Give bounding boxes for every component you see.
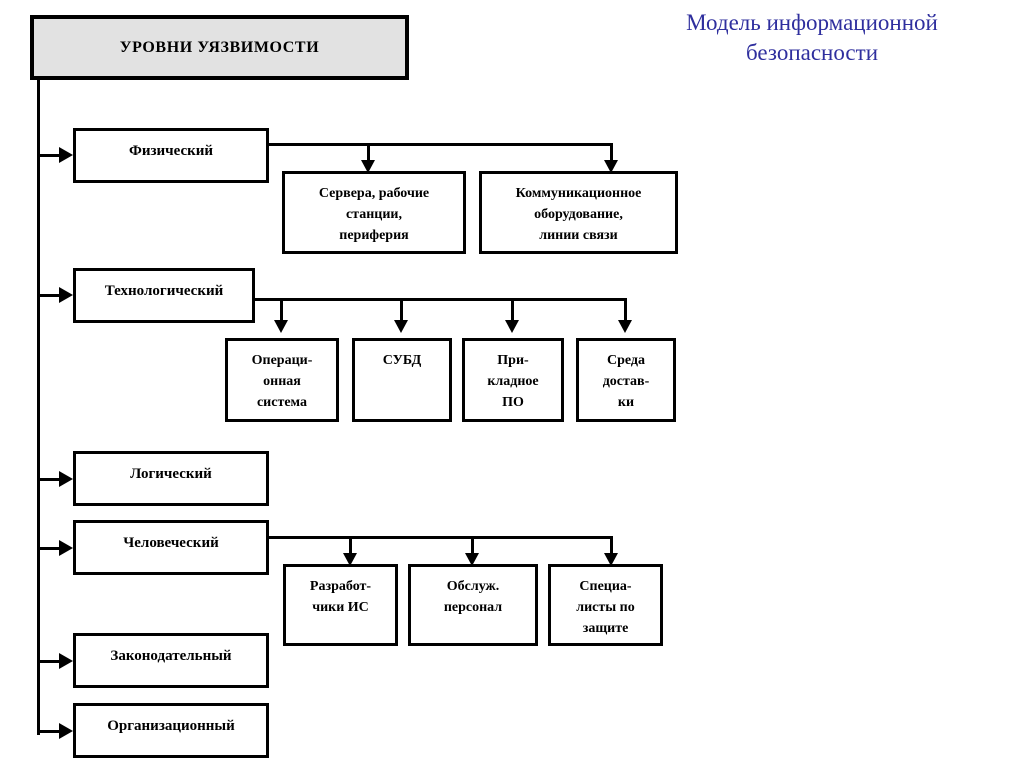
arrow-down-icon <box>604 553 618 566</box>
arrow-down-icon <box>604 160 618 173</box>
arrow-right-icon <box>59 723 73 739</box>
drop-tech-1 <box>400 298 403 323</box>
arrow-right-icon <box>59 287 73 303</box>
arrow-right-icon <box>59 147 73 163</box>
level-label-physical: Физический <box>128 143 214 159</box>
page-title: Модель информационной безопасности <box>686 10 938 65</box>
leaf-label-developers: Разработ- чики ИС <box>309 579 372 615</box>
level-label-organizational: Организационный <box>107 718 235 734</box>
leaf-box-os: Операци- онная система <box>225 338 339 422</box>
level-label-technological: Технологический <box>104 283 224 299</box>
connector-level-0 <box>37 154 64 157</box>
drop-human-2 <box>610 536 613 556</box>
arrow-down-icon <box>361 160 375 173</box>
leaf-box-delivery-medium: Среда достав- ки <box>576 338 676 422</box>
arrow-down-icon <box>394 320 408 333</box>
level-label-legislative: Законодательный <box>110 648 232 664</box>
leaf-label-communication: Коммуникационное оборудование, линии свя… <box>515 186 642 243</box>
drop-human-1 <box>471 536 474 556</box>
drop-human-0 <box>349 536 352 556</box>
connector-level-2 <box>37 478 64 481</box>
leaf-box-servers: Сервера, рабочие станции, периферия <box>282 171 466 254</box>
level-box-technological: Технологический <box>73 268 255 323</box>
drop-tech-2 <box>511 298 514 323</box>
leaf-box-security-specialists: Специа- листы по защите <box>548 564 663 646</box>
drop-physical-1 <box>610 143 613 163</box>
bus-human <box>269 536 613 539</box>
bus-technological <box>255 298 624 301</box>
leaf-label-delivery-medium: Среда достав- ки <box>602 353 650 410</box>
leaf-label-support-staff: Обслуж. персонал <box>443 579 503 615</box>
level-box-physical: Физический <box>73 128 269 183</box>
header-box: УРОВНИ УЯЗВИМОСТИ <box>30 15 409 80</box>
leaf-box-communication: Коммуникационное оборудование, линии свя… <box>479 171 678 254</box>
header-label: УРОВНИ УЯЗВИМОСТИ <box>119 38 320 56</box>
bus-physical <box>269 143 613 146</box>
leaf-label-security-specialists: Специа- листы по защите <box>576 579 635 636</box>
level-box-legislative: Законодательный <box>73 633 269 688</box>
level-box-organizational: Организационный <box>73 703 269 758</box>
arrow-down-icon <box>343 553 357 566</box>
connector-level-3 <box>37 547 64 550</box>
arrow-right-icon <box>59 471 73 487</box>
arrow-down-icon <box>274 320 288 333</box>
leaf-label-application-software: При- кладное ПО <box>487 353 539 410</box>
leaf-box-developers: Разработ- чики ИС <box>283 564 398 646</box>
leaf-label-dbms: СУБД <box>382 353 422 368</box>
drop-tech-3 <box>624 298 627 323</box>
arrow-right-icon <box>59 653 73 669</box>
connector-level-1 <box>37 294 64 297</box>
arrow-right-icon <box>59 540 73 556</box>
connector-level-5 <box>37 730 64 733</box>
leaf-box-application-software: При- кладное ПО <box>462 338 564 422</box>
arrow-down-icon <box>465 553 479 566</box>
main-trunk-line <box>37 80 40 735</box>
leaf-label-os: Операци- онная система <box>251 353 313 410</box>
connector-level-4 <box>37 660 64 663</box>
leaf-box-dbms: СУБД <box>352 338 452 422</box>
drop-physical-0 <box>367 143 370 163</box>
level-label-human: Человеческий <box>123 535 219 551</box>
level-box-logical: Логический <box>73 451 269 506</box>
level-label-logical: Логический <box>130 466 212 482</box>
leaf-label-servers: Сервера, рабочие станции, периферия <box>318 186 430 243</box>
arrow-down-icon <box>618 320 632 333</box>
level-box-human: Человеческий <box>73 520 269 575</box>
arrow-down-icon <box>505 320 519 333</box>
drop-tech-0 <box>280 298 283 323</box>
leaf-box-support-staff: Обслуж. персонал <box>408 564 538 646</box>
